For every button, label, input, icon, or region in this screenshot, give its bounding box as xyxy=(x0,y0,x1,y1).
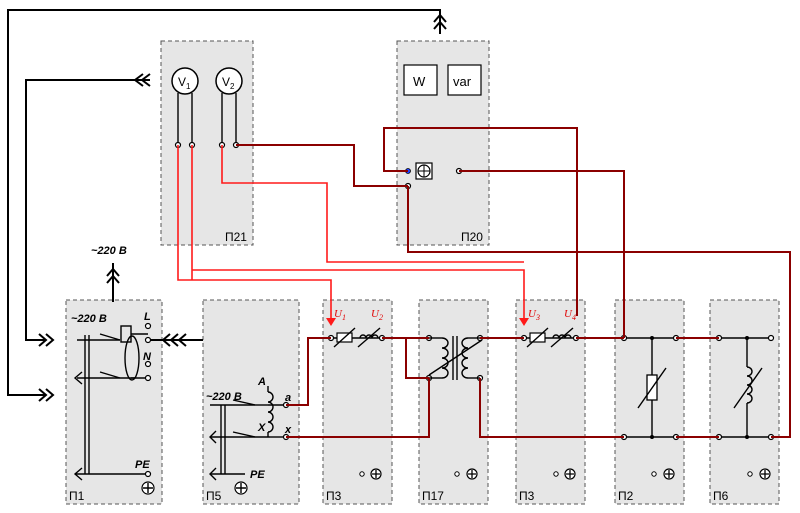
p20-internals xyxy=(403,64,482,190)
varmeter-label: var xyxy=(453,74,472,89)
voltmeter-v2-label: V2 xyxy=(222,75,235,91)
p5-a-lower-label: a xyxy=(285,392,291,404)
p1-l-label: L xyxy=(144,311,151,323)
p5-x-upper-label: X xyxy=(257,422,266,434)
p5-a-upper-label: A xyxy=(257,376,266,388)
wattmeter xyxy=(403,64,438,96)
panel-p17: П17 xyxy=(418,299,489,505)
u4-label: U4 xyxy=(564,308,576,322)
panel-label: П3 xyxy=(326,489,342,503)
panel-label: П3 xyxy=(519,489,535,503)
panel-label: П6 xyxy=(713,489,729,503)
panel-label: П17 xyxy=(422,489,444,503)
panel-p3-left: П3 xyxy=(322,299,393,505)
panel-p21: П21 xyxy=(160,40,254,246)
voltmeter-v1 xyxy=(171,67,199,95)
measure-wiring xyxy=(177,145,529,326)
p2-internals xyxy=(620,334,680,480)
p1-supply-label: ~220 В xyxy=(71,313,107,325)
p5-pe-label: PE xyxy=(250,469,265,481)
u3-label: U3 xyxy=(528,308,540,322)
voltmeter-v2 xyxy=(215,67,243,95)
voltmeter-v1-label: V1 xyxy=(178,75,191,91)
u1-label: U1 xyxy=(334,308,346,322)
supply-label: ~220 В xyxy=(91,245,127,257)
panel-label: П20 xyxy=(461,230,483,244)
p5-internals xyxy=(209,386,290,495)
u2-label: U2 xyxy=(371,308,383,322)
varmeter xyxy=(447,64,482,96)
wattmeter-label: W xyxy=(413,74,426,89)
p1-pe-label: PE xyxy=(135,459,150,471)
panel-label: П2 xyxy=(618,489,634,503)
p21-internals xyxy=(171,67,243,149)
panel-label: П1 xyxy=(69,489,85,503)
power-wiring xyxy=(236,127,791,438)
panel-label: П5 xyxy=(206,489,222,503)
p5-x-lower-label: x xyxy=(284,424,292,436)
p1-internals xyxy=(73,322,155,495)
p5-supply-label: ~220 В xyxy=(206,391,242,403)
panel-label: П21 xyxy=(225,230,247,244)
panel-p5: П5 xyxy=(202,299,300,505)
p1-n-label: N xyxy=(143,351,152,363)
p6-internals xyxy=(715,334,775,480)
p3-left-internals xyxy=(327,327,386,480)
outer-wiring xyxy=(7,9,447,402)
